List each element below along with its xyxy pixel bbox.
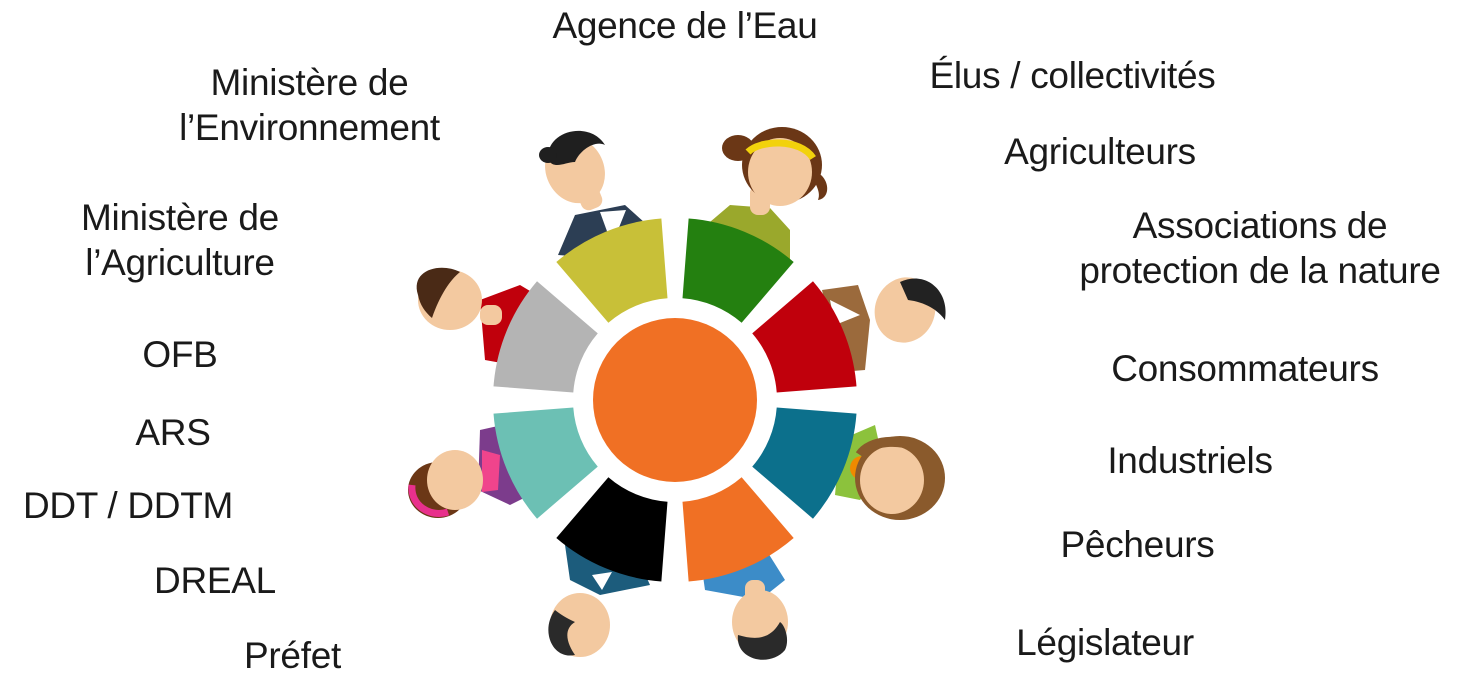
label-legislateur: Législateur: [1016, 622, 1194, 663]
wheel-segment-top-right: [682, 218, 794, 323]
label-ddt-ddtm: DDT / DDTM: [22, 485, 234, 526]
label-ministere-agriculture: Ministère de l’Agriculture: [81, 197, 279, 283]
label-dreal: DREAL: [154, 560, 276, 601]
label-industriels: Industriels: [1107, 440, 1273, 481]
label-ministere-environnement: Ministère de l’Environnement: [179, 62, 440, 148]
label-pecheurs: Pêcheurs: [1060, 524, 1215, 565]
label-elus-collectivites: Élus / collectivités: [929, 55, 1216, 96]
label-ofb: OFB: [142, 334, 218, 375]
wheel-segment-right-upper: [752, 281, 857, 393]
wheel-segment-top-left: [556, 218, 668, 323]
wheel-segment-left-upper: [493, 281, 598, 393]
wheel-center: [593, 318, 757, 482]
label-agence-eau: Agence de l’Eau: [552, 5, 818, 46]
label-prefet: Préfet: [244, 635, 341, 676]
wheel-segment-bottom-left: [556, 477, 668, 582]
wheel-segment-bottom-right: [682, 477, 794, 582]
wheel-segment-left-lower: [493, 407, 598, 519]
wheel-ring: [493, 218, 857, 582]
label-ars: ARS: [135, 412, 211, 453]
label-agriculteurs: Agriculteurs: [1004, 131, 1196, 172]
label-associations: Associations de protection de la nature: [1079, 205, 1441, 291]
label-consommateurs: Consommateurs: [1111, 348, 1379, 389]
wheel-segment-right-lower: [752, 407, 857, 519]
